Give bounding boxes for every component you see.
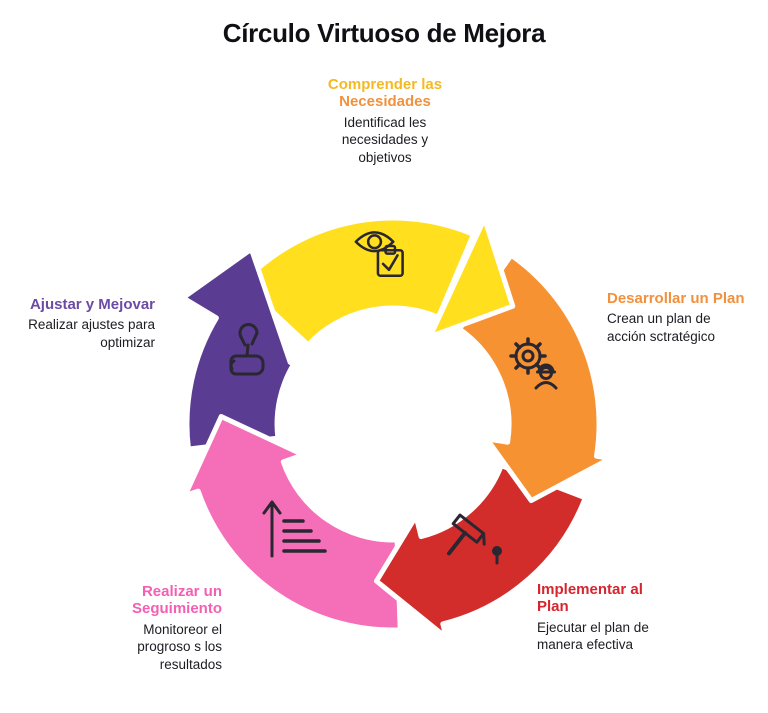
label-comprender: Comprender las Necesidades Identificad l… <box>285 76 485 166</box>
gear-worker-icon <box>509 337 558 390</box>
step-heading: Desarrollar un Plan <box>607 290 745 307</box>
segment-ajustar <box>180 246 297 452</box>
step-description: Ejecutar el plan de manera efectiva <box>537 619 649 653</box>
segment-comprender-band <box>239 215 476 348</box>
step-heading: Necesidades <box>339 93 431 111</box>
segment-seguimiento <box>182 414 403 633</box>
hammer-nail-icon <box>447 513 502 565</box>
step-heading: Ajustar y Mejovar <box>29 296 155 313</box>
label-seguimiento: Realizar un Seguimiento Monitoreor el pr… <box>95 583 222 673</box>
step-heading: Realizar un Seguimiento <box>131 583 222 618</box>
segment-desarrollar <box>457 252 613 504</box>
step-heading: Implementar al Plan <box>537 581 643 616</box>
page-title: Círculo Virtuoso de Mejora <box>222 18 546 48</box>
progress-arrow-icon <box>262 500 327 558</box>
label-implementar: Implementar al Plan Ejecutar el plan de … <box>537 581 717 654</box>
step-description: Identificad les necesidades y objetivos <box>341 114 429 165</box>
segment-implementar <box>374 463 588 640</box>
wrench-hand-icon <box>229 323 265 376</box>
step-description: Monitoreor el progroso s los resultados <box>137 621 222 672</box>
step-description: Crean un plan de acción sctratégico <box>607 311 716 344</box>
step-description: Realizar ajustes para optimizar <box>28 317 155 350</box>
step-heading: Comprender las <box>327 76 443 93</box>
label-ajustar: Ajustar y Mejovar Realizar ajustes para … <box>5 296 155 351</box>
segment-comprender-arrowhead <box>427 216 516 340</box>
eye-checklist-icon <box>354 231 404 278</box>
label-desarrollar: Desarrollar un Plan Crean un plan de acc… <box>607 290 768 345</box>
